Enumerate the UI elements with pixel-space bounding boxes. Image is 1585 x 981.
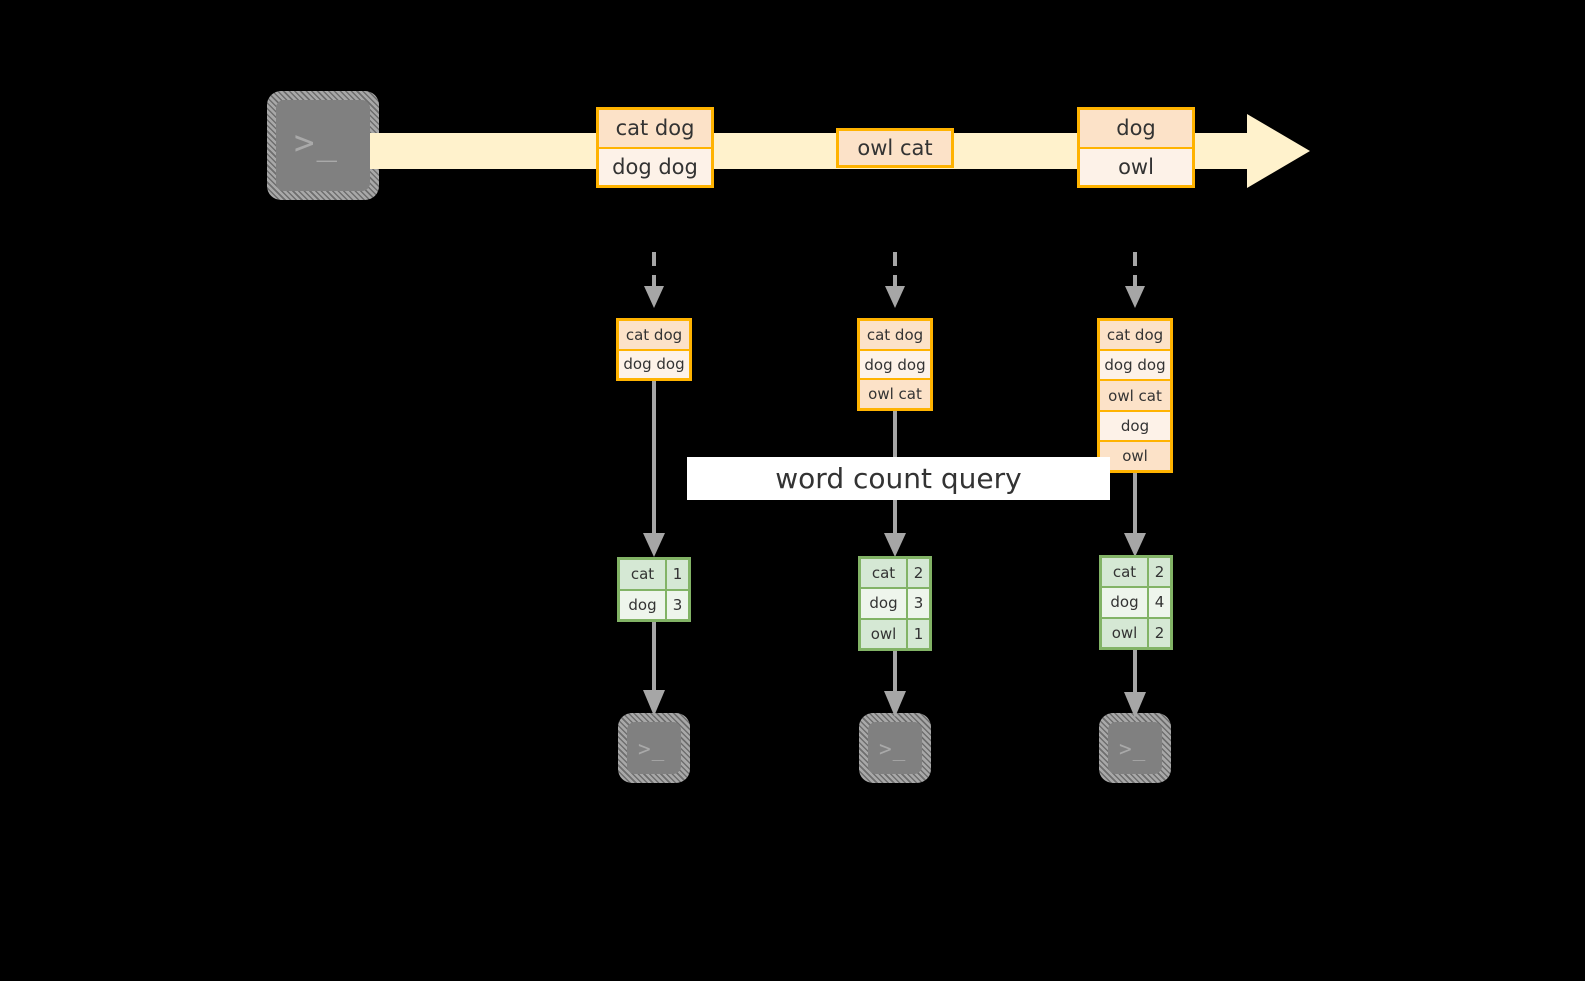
count-cell: 1 xyxy=(906,619,929,648)
output-connector-arrow xyxy=(884,651,906,717)
word-cell: cat xyxy=(861,559,906,588)
count-cell: 2 xyxy=(906,559,929,588)
snapshot-line: dog dog xyxy=(860,348,930,379)
snapshot-line: dog dog xyxy=(619,348,689,378)
stream-message-line: cat dog xyxy=(599,110,711,147)
terminal-face xyxy=(1108,722,1162,774)
snapshot-line: owl cat xyxy=(860,378,930,409)
stream-message-line: dog dog xyxy=(599,146,711,185)
consumer-terminal-icon: >_ xyxy=(1099,713,1171,783)
query-connector-arrow xyxy=(643,381,665,557)
terminal-face xyxy=(627,722,681,774)
terminal-prompt-glyph: >_ xyxy=(1119,737,1147,761)
snapshot-line: dog xyxy=(1100,409,1170,440)
word-cell: owl xyxy=(861,619,906,648)
table-row: cat 2 xyxy=(1102,558,1170,587)
table-row: owl 2 xyxy=(1102,616,1170,647)
table-row: cat 1 xyxy=(620,560,688,589)
table-row: dog 4 xyxy=(1102,586,1170,617)
count-cell: 1 xyxy=(665,560,688,589)
table-row: dog 3 xyxy=(861,587,929,618)
output-connector-arrow xyxy=(643,622,665,716)
snapshot-box: cat dog dog dog owl cat dog owl xyxy=(1097,318,1173,473)
snapshot-line: owl cat xyxy=(1100,379,1170,410)
dashed-connector-arrow xyxy=(644,252,664,308)
snapshot-line: dog dog xyxy=(1100,349,1170,380)
terminal-prompt-glyph: >_ xyxy=(638,737,666,761)
snapshot-line: cat dog xyxy=(1100,321,1170,350)
stream-message-box: owl cat xyxy=(836,128,954,168)
table-row: cat 2 xyxy=(861,559,929,588)
terminal-prompt-glyph: >_ xyxy=(879,737,907,761)
banner-label: word count query xyxy=(775,462,1022,495)
word-count-query-banner: word count query xyxy=(687,457,1110,500)
terminal-prompt-glyph: >_ xyxy=(294,123,339,163)
word-count-result-table: cat 2 dog 3 owl 1 xyxy=(858,556,932,651)
table-row: dog 3 xyxy=(620,588,688,619)
snapshot-line: owl xyxy=(1100,439,1170,471)
stream-message-box: cat dog dog dog xyxy=(596,107,714,188)
word-cell: cat xyxy=(1102,558,1147,587)
word-count-result-table: cat 2 dog 4 owl 2 xyxy=(1099,555,1173,650)
word-cell: dog xyxy=(1102,588,1147,617)
dashed-connector-arrow xyxy=(885,252,905,308)
count-cell: 2 xyxy=(1147,618,1170,647)
terminal-face xyxy=(868,722,922,774)
query-connector-arrow xyxy=(1124,473,1146,557)
stream-message-box: dog owl xyxy=(1077,107,1195,188)
count-cell: 4 xyxy=(1147,588,1170,617)
table-row: owl 1 xyxy=(861,617,929,648)
snapshot-box: cat dog dog dog xyxy=(616,318,692,381)
stream-message-line: dog xyxy=(1080,110,1192,147)
output-connector-arrow xyxy=(1124,650,1146,718)
word-cell: cat xyxy=(620,560,665,589)
word-cell: dog xyxy=(861,589,906,618)
producer-terminal-icon: >_ xyxy=(267,91,379,200)
terminal-face xyxy=(276,100,370,191)
count-cell: 2 xyxy=(1147,558,1170,587)
consumer-terminal-icon: >_ xyxy=(618,713,690,783)
word-cell: dog xyxy=(620,590,665,619)
stream-message-line: owl xyxy=(1080,146,1192,185)
consumer-terminal-icon: >_ xyxy=(859,713,931,783)
word-count-result-table: cat 1 dog 3 xyxy=(617,557,691,622)
stream-message-line: owl cat xyxy=(839,131,951,165)
dashed-connector-arrow xyxy=(1125,252,1145,308)
word-cell: owl xyxy=(1102,618,1147,647)
count-cell: 3 xyxy=(665,590,688,619)
snapshot-line: cat dog xyxy=(860,321,930,349)
count-cell: 3 xyxy=(906,589,929,618)
snapshot-box: cat dog dog dog owl cat xyxy=(857,318,933,411)
snapshot-line: cat dog xyxy=(619,321,689,349)
